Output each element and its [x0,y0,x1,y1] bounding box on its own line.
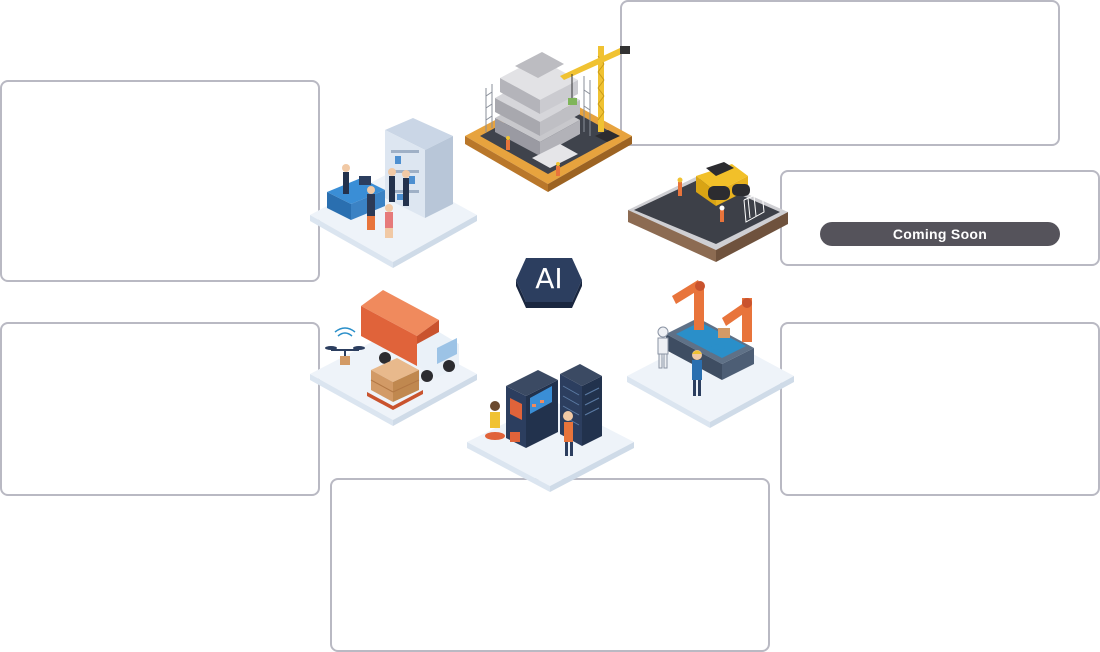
ai-label: AI [535,262,563,295]
data-center-illustration [467,364,634,492]
construction-site-illustration [465,46,632,192]
ai-hub-badge: AI [514,256,584,310]
datacenter-panel [330,478,770,652]
logistics-panel [0,322,320,496]
hexagon-icon [516,258,582,308]
roadwork-panel [780,170,1100,266]
robot-assembly-line-illustration [627,280,794,428]
robotics-panel [780,322,1100,496]
logistics-truck-illustration [310,290,477,426]
coming-soon-badge: Coming Soon [820,222,1060,246]
office-team-illustration [310,118,477,268]
road-roller-illustration [628,162,788,262]
office-panel [0,80,320,282]
construction-panel [620,0,1060,146]
